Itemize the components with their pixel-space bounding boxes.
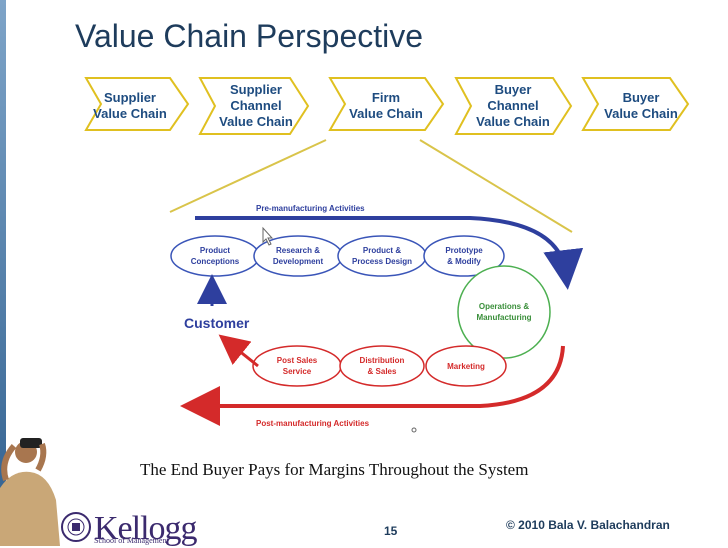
chevron-label-line: Value Chain	[476, 114, 550, 129]
slide-caption: The End Buyer Pays for Margins Throughou…	[140, 460, 529, 479]
node-label: Research &	[276, 246, 320, 255]
customer-label: Customer	[184, 315, 250, 331]
chevron-supplier-value-chain	[84, 77, 190, 131]
chevron-label-line: Buyer	[494, 82, 532, 97]
chevron-supplier-channel	[198, 77, 310, 135]
node-label: & Sales	[368, 367, 397, 376]
kellogg-logo-subtitle: School of Management	[94, 536, 169, 545]
page-number: 15	[384, 524, 398, 538]
node-label: Marketing	[447, 362, 485, 371]
cursor-icon	[262, 226, 274, 246]
chevron-label-line: Channel	[487, 98, 539, 113]
node-label: & Modify	[447, 257, 481, 266]
chevron-label-line: Value Chain	[349, 106, 423, 121]
node-label: Distribution	[360, 356, 405, 365]
node-label: Manufacturing	[476, 313, 531, 322]
node-distribution-sales	[339, 345, 425, 387]
chevron-label-line: Supplier	[229, 82, 282, 97]
chevron-label-firm-value-chain: Firm Value Chain	[340, 90, 432, 122]
node-post-sales-service	[252, 345, 342, 387]
left-accent-bar	[0, 0, 6, 546]
chevron-label-supplier-value-chain: Supplier Value Chain	[88, 90, 172, 122]
chevron-label-line: Buyer	[622, 90, 660, 105]
post-manufacturing-arrow	[180, 345, 565, 426]
pre-manufacturing-label: Pre-manufacturing Activities	[256, 204, 365, 213]
zoom-line-right	[419, 139, 573, 233]
node-label: Operations &	[479, 302, 529, 311]
customer-in-arrow	[218, 334, 259, 368]
node-label: Development	[273, 257, 324, 266]
chevron-label-line: Channel	[230, 98, 282, 113]
node-label: Conceptions	[191, 257, 240, 266]
node-label: Prototype	[445, 246, 483, 255]
chevron-label-line: Value Chain	[604, 106, 678, 121]
node-label: Process Design	[352, 257, 412, 266]
chevron-label-line: Firm	[371, 90, 401, 105]
node-product-process-design	[337, 235, 427, 277]
chevron-label-buyer-value-chain: Buyer Value Chain	[596, 90, 686, 122]
node-product-conceptions	[170, 235, 260, 277]
node-label: Product	[200, 246, 231, 255]
copyright: © 2010 Bala V. Balachandran	[506, 518, 670, 532]
dot-icon	[411, 427, 417, 433]
node-label: Service	[283, 367, 312, 376]
chevron-label-line: Value Chain	[219, 114, 293, 129]
chevron-label-buyer-channel: Buyer Channel Value Chain	[466, 82, 560, 130]
node-operations-manufacturing	[457, 265, 551, 359]
slide-title: Value Chain Perspective	[75, 18, 424, 54]
chevron-label-line: Value Chain	[93, 106, 167, 121]
node-prototype-modify	[423, 235, 505, 277]
pre-manufacturing-arrow	[195, 216, 584, 290]
chevron-label-line: Supplier	[103, 90, 156, 105]
chevron-buyer-value-chain	[581, 77, 690, 131]
kellogg-seal-icon	[61, 512, 91, 542]
chevron-label-supplier-channel: Supplier Channel Value Chain	[210, 82, 302, 130]
chevron-buyer-channel	[454, 77, 573, 135]
node-marketing	[425, 345, 507, 387]
binoculars-person-icon	[0, 438, 60, 546]
post-manufacturing-label: Post-manufacturing Activities	[256, 419, 370, 428]
kellogg-logo: Kellogg	[94, 510, 198, 547]
zoom-line-left	[169, 139, 327, 213]
node-label: Product &	[363, 246, 401, 255]
chevron-firm-value-chain	[328, 77, 445, 131]
node-label: Post Sales	[277, 356, 318, 365]
